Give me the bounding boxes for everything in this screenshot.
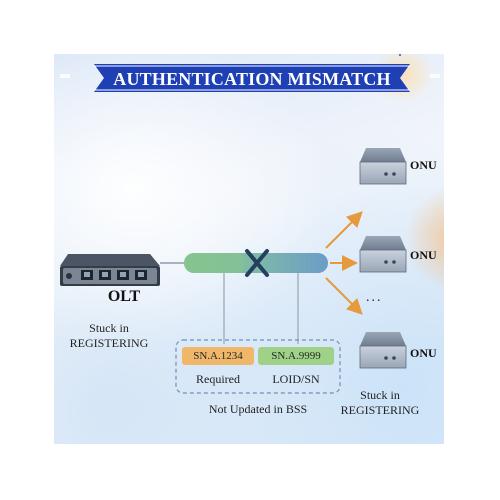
diagram-graphics	[60, 54, 440, 394]
olt-status: Stuck in REGISTERING	[69, 321, 149, 350]
olt-label: OLT	[107, 288, 141, 305]
diagram-canvas: AUTHENTICATION MISMATCH OLT Stuck in REG…	[54, 54, 444, 444]
loid-sn-caption: LOID/SN	[272, 372, 320, 386]
required-caption: Required	[196, 372, 240, 386]
onu-device-1	[359, 148, 407, 185]
bss-note: Not Updated in BSS	[208, 402, 308, 416]
onu-label-2: ONU	[410, 248, 437, 262]
onu-status: Stuck in REGISTERING	[340, 388, 420, 417]
olt-device	[60, 254, 160, 286]
onu-label-1: ONU	[410, 158, 437, 172]
onu-device-3	[359, 332, 407, 369]
more-onus-ellipsis: ...	[366, 290, 383, 305]
loid-sn-tag: SN.A.9999	[258, 347, 334, 365]
page-title: AUTHENTICATION MISMATCH	[113, 69, 391, 89]
title-banner	[60, 54, 440, 92]
onu-device-2	[359, 236, 407, 273]
required-sn-tag: SN.A.1234	[182, 347, 254, 365]
orange-glow	[404, 184, 444, 294]
onu-label-3: ONU	[410, 346, 437, 360]
onu-arrows	[325, 211, 363, 315]
mismatch-cross-icon	[245, 249, 269, 277]
